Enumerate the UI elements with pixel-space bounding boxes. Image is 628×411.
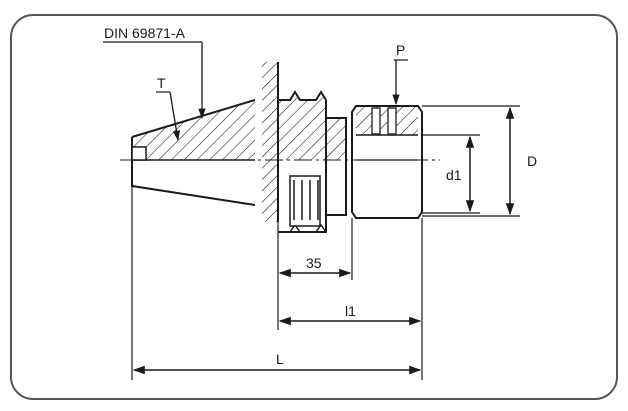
- label-screw: P: [396, 42, 405, 58]
- clamping-head: [351, 105, 423, 219]
- leader-taper: T: [156, 75, 181, 142]
- flange-section: [278, 90, 327, 233]
- extension-lines: [131, 105, 520, 380]
- neck-section: [326, 117, 347, 216]
- dimension-l1: l1: [278, 303, 422, 326]
- leader-standard: DIN 69871-A: [103, 25, 206, 120]
- label-taper: T: [157, 75, 166, 91]
- label-35: 35: [306, 255, 322, 271]
- dimension-d1: d1: [446, 135, 475, 213]
- spindle-wall: [262, 62, 279, 222]
- dimension-D: D: [505, 106, 537, 216]
- label-d1: d1: [446, 167, 462, 183]
- drawing-frame: [10, 14, 618, 400]
- label-L: L: [276, 351, 284, 367]
- label-l1: l1: [345, 303, 356, 319]
- dimension-L: L: [132, 351, 422, 375]
- leader-screw: P: [392, 42, 408, 106]
- label-D: D: [527, 153, 537, 169]
- dimension-35: 35: [278, 255, 352, 278]
- label-standard: DIN 69871-A: [104, 25, 186, 41]
- taper-section: [131, 99, 256, 206]
